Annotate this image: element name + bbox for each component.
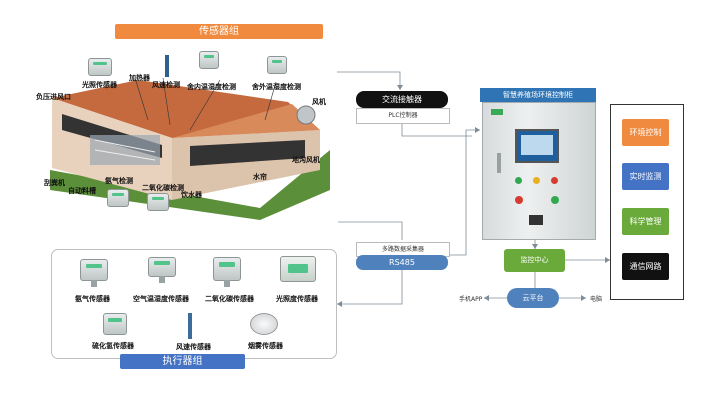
control-cabinet bbox=[482, 102, 596, 240]
plc-node: PLC控制器 bbox=[356, 108, 450, 124]
label-light-intensity-sensor: 光照度传感器 bbox=[276, 295, 318, 303]
label-manure: 刮粪机 bbox=[44, 179, 65, 187]
realtime-box: 实时监测 bbox=[622, 163, 669, 190]
label-wind-speed-sensor: 风速传感器 bbox=[176, 343, 211, 351]
label-smoke-sensor: 烟雾传感器 bbox=[248, 342, 283, 350]
h2s-sensor-device bbox=[103, 313, 127, 335]
label-fan: 风机 bbox=[312, 98, 326, 106]
light-sensor-device bbox=[88, 58, 112, 76]
label-drinker: 饮水器 bbox=[181, 191, 202, 199]
ammonia-device-small bbox=[107, 189, 129, 207]
cabinet-screen bbox=[515, 129, 559, 163]
label-air-temp-sensor: 空气温湿度传感器 bbox=[133, 295, 189, 303]
label-neg-pressure: 负压进风口 bbox=[36, 93, 71, 101]
label-water-curtain: 水帘 bbox=[253, 173, 267, 181]
label-indoor-temp: 舍内温湿度检测 bbox=[187, 83, 236, 91]
indoor-temp-device bbox=[199, 51, 219, 69]
wind-speed-sensor-device bbox=[188, 313, 192, 339]
science-box: 科学管理 bbox=[622, 208, 669, 235]
label-trench-fan: 地沟风机 bbox=[292, 156, 320, 164]
label-light-sensor: 光照传感器 bbox=[82, 81, 117, 89]
light-sensor-device-large bbox=[280, 256, 316, 282]
ammonia-sensor-device bbox=[80, 259, 108, 287]
label-pc: 电脑 bbox=[590, 296, 603, 303]
green-light-icon bbox=[515, 177, 522, 184]
label-feeder: 自动料槽 bbox=[68, 187, 96, 195]
red-light-icon bbox=[551, 177, 558, 184]
label-phone-app: 手机APP bbox=[459, 296, 483, 303]
rs485-node: RS485 bbox=[356, 255, 448, 270]
cabinet-badge bbox=[491, 109, 503, 115]
stop-button[interactable] bbox=[515, 196, 523, 204]
cabinet-switch[interactable] bbox=[529, 215, 543, 225]
actuator-group-title: 执行器组 bbox=[120, 354, 245, 369]
co2-device-small bbox=[147, 193, 169, 211]
start-button[interactable] bbox=[551, 196, 559, 204]
label-outdoor-temp: 舍外温湿度检测 bbox=[252, 83, 301, 91]
label-h2s-sensor: 硫化氢传感器 bbox=[92, 342, 134, 350]
smoke-sensor-device bbox=[250, 313, 278, 335]
yellow-light-icon bbox=[533, 177, 540, 184]
label-ammonia: 氨气检测 bbox=[105, 177, 133, 185]
label-ammonia-sensor: 氨气传感器 bbox=[75, 295, 110, 303]
comms-box: 通信网路 bbox=[622, 253, 669, 280]
co2-sensor-device bbox=[213, 257, 241, 287]
label-co2-sensor: 二氧化碳传感器 bbox=[205, 295, 254, 303]
outdoor-temp-device bbox=[267, 56, 287, 74]
cabinet-handle bbox=[497, 153, 501, 173]
air-temp-sensor-device bbox=[148, 257, 176, 283]
cloud-platform: 云平台 bbox=[507, 288, 559, 308]
label-co2: 二氧化碳检测 bbox=[142, 184, 184, 192]
label-heater: 加热器 bbox=[129, 74, 150, 82]
cabinet-title: 智慧养殖场环境控制柜 bbox=[480, 88, 596, 102]
sensor-group-title: 传感器组 bbox=[115, 24, 323, 39]
env-control-box: 环境控制 bbox=[622, 119, 669, 146]
barn-illustration bbox=[50, 77, 330, 220]
label-wind-speed: 风速检测 bbox=[152, 81, 180, 89]
monitor-center: 监控中心 bbox=[504, 249, 565, 272]
wind-speed-device bbox=[165, 55, 169, 77]
contactor-node: 交流接触器 bbox=[356, 91, 448, 108]
